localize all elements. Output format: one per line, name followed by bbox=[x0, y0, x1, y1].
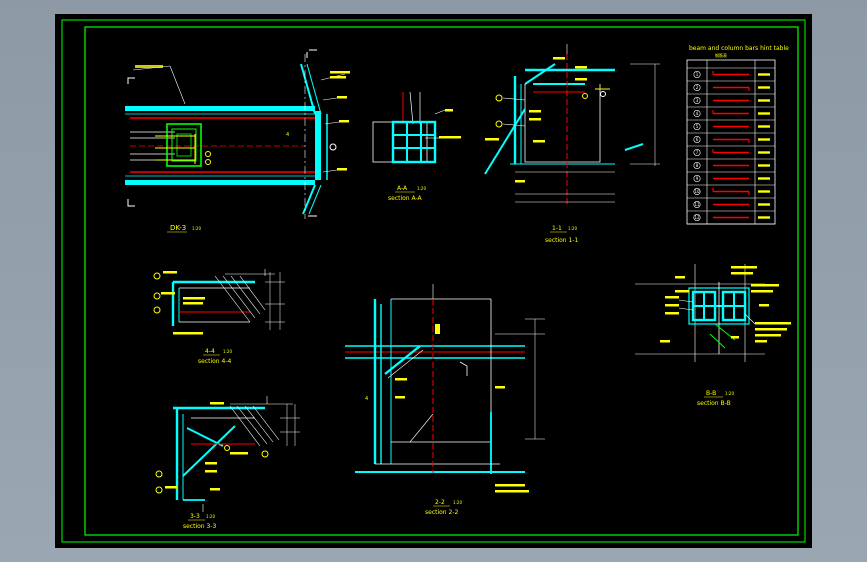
table-title: beam and column bars hint table bbox=[689, 45, 789, 52]
s11-scale: 1:20 bbox=[568, 226, 577, 231]
table-row-number: 9 bbox=[696, 176, 699, 181]
table-row-spec bbox=[758, 125, 770, 128]
bb-subtitle: section B-B bbox=[697, 400, 731, 407]
s22-dim-label: 4 bbox=[365, 396, 368, 402]
cad-canvas: 4 DK-3 1:20 A-A 1:20 section A-A bbox=[61, 19, 806, 543]
aa-subtitle: section A-A bbox=[388, 195, 423, 202]
table-row-spec bbox=[758, 112, 770, 115]
table-row-number: 4 bbox=[696, 111, 699, 116]
table-row-number: 2 bbox=[696, 85, 699, 90]
s33-title: 3-3 bbox=[190, 513, 200, 520]
table-row-bubble bbox=[693, 188, 701, 196]
s44-detail: 4-4 1:20 section 4-4 bbox=[153, 269, 285, 365]
table-row-spec bbox=[758, 151, 770, 154]
table-row-bubble bbox=[693, 70, 701, 78]
table-row-number: 12 bbox=[694, 215, 700, 220]
table-row-spec bbox=[758, 164, 770, 167]
s33-scale: 1:20 bbox=[206, 514, 215, 519]
s33-subtitle: section 3-3 bbox=[183, 523, 216, 530]
table-row-number: 11 bbox=[694, 202, 700, 207]
s44-title: 4-4 bbox=[205, 348, 215, 355]
s22-title: 2-2 bbox=[435, 499, 445, 506]
table-row-bubble bbox=[693, 110, 701, 118]
table-subtitle: 钢筋表 bbox=[715, 52, 727, 58]
table-row-spec bbox=[758, 203, 770, 206]
aa-detail: A-A 1:20 section A-A bbox=[372, 91, 461, 202]
table-row-number: 8 bbox=[696, 163, 699, 168]
s44-scale: 1:20 bbox=[223, 349, 232, 354]
table-row-spec bbox=[758, 177, 770, 180]
table-row-bubble bbox=[693, 201, 701, 209]
s11-detail: 1-1 1:20 section 1-1 bbox=[484, 44, 660, 244]
table-row-spec bbox=[758, 216, 770, 219]
table-row-number: 5 bbox=[696, 124, 699, 129]
bb-scale: 1:20 bbox=[725, 391, 734, 396]
table-row-bubble bbox=[693, 97, 701, 105]
s22-scale: 1:20 bbox=[453, 500, 462, 505]
outer-frame bbox=[61, 19, 806, 543]
table-row-bubble bbox=[693, 123, 701, 131]
table-row-spec bbox=[758, 73, 770, 76]
dk3-detail: 4 DK-3 1:20 bbox=[125, 49, 350, 233]
table-row-bubble bbox=[693, 84, 701, 92]
aa-scale: 1:20 bbox=[417, 186, 426, 191]
inner-frame bbox=[84, 26, 799, 536]
table-row-number: 7 bbox=[696, 150, 699, 155]
s11-title: 1-1 bbox=[552, 225, 562, 232]
drawing-sheet: 4 DK-3 1:20 A-A 1:20 section A-A bbox=[55, 14, 812, 548]
bb-detail: B-B 1:20 section B-B bbox=[635, 264, 791, 407]
bars-hint-table: beam and column bars hint table 钢筋表 1234… bbox=[686, 45, 789, 225]
table-row-bubble bbox=[693, 175, 701, 183]
table-row-spec bbox=[758, 86, 770, 89]
s11-subtitle: section 1-1 bbox=[545, 237, 578, 244]
table-row-spec bbox=[758, 190, 770, 193]
table-row-spec bbox=[758, 138, 770, 141]
dk3-scale: 1:20 bbox=[192, 226, 201, 231]
table-row-number: 10 bbox=[694, 189, 700, 194]
s22-detail: 4 2-2 1:20 section 2-2 bbox=[345, 284, 545, 516]
dk3-top-flange bbox=[125, 106, 315, 111]
table-row-bubble bbox=[693, 162, 701, 170]
table-row-number: 3 bbox=[696, 98, 699, 103]
bb-title: B-B bbox=[706, 390, 716, 397]
table-row-number: 1 bbox=[696, 72, 699, 77]
table-row-bubble bbox=[693, 149, 701, 157]
s22-subtitle: section 2-2 bbox=[425, 509, 458, 516]
table-row-bubble bbox=[693, 136, 701, 144]
s33-detail: 3-3 1:20 section 3-3 bbox=[155, 396, 300, 530]
aa-title: A-A bbox=[397, 185, 408, 192]
dk3-dim-label: 4 bbox=[286, 132, 289, 138]
table-row-spec bbox=[758, 99, 770, 102]
dk3-title: DK-3 bbox=[170, 224, 186, 232]
dk3-bottom-flange bbox=[125, 180, 315, 185]
table-row-bubble bbox=[693, 214, 701, 222]
table-row-number: 6 bbox=[696, 137, 699, 142]
s44-subtitle: section 4-4 bbox=[198, 358, 231, 365]
